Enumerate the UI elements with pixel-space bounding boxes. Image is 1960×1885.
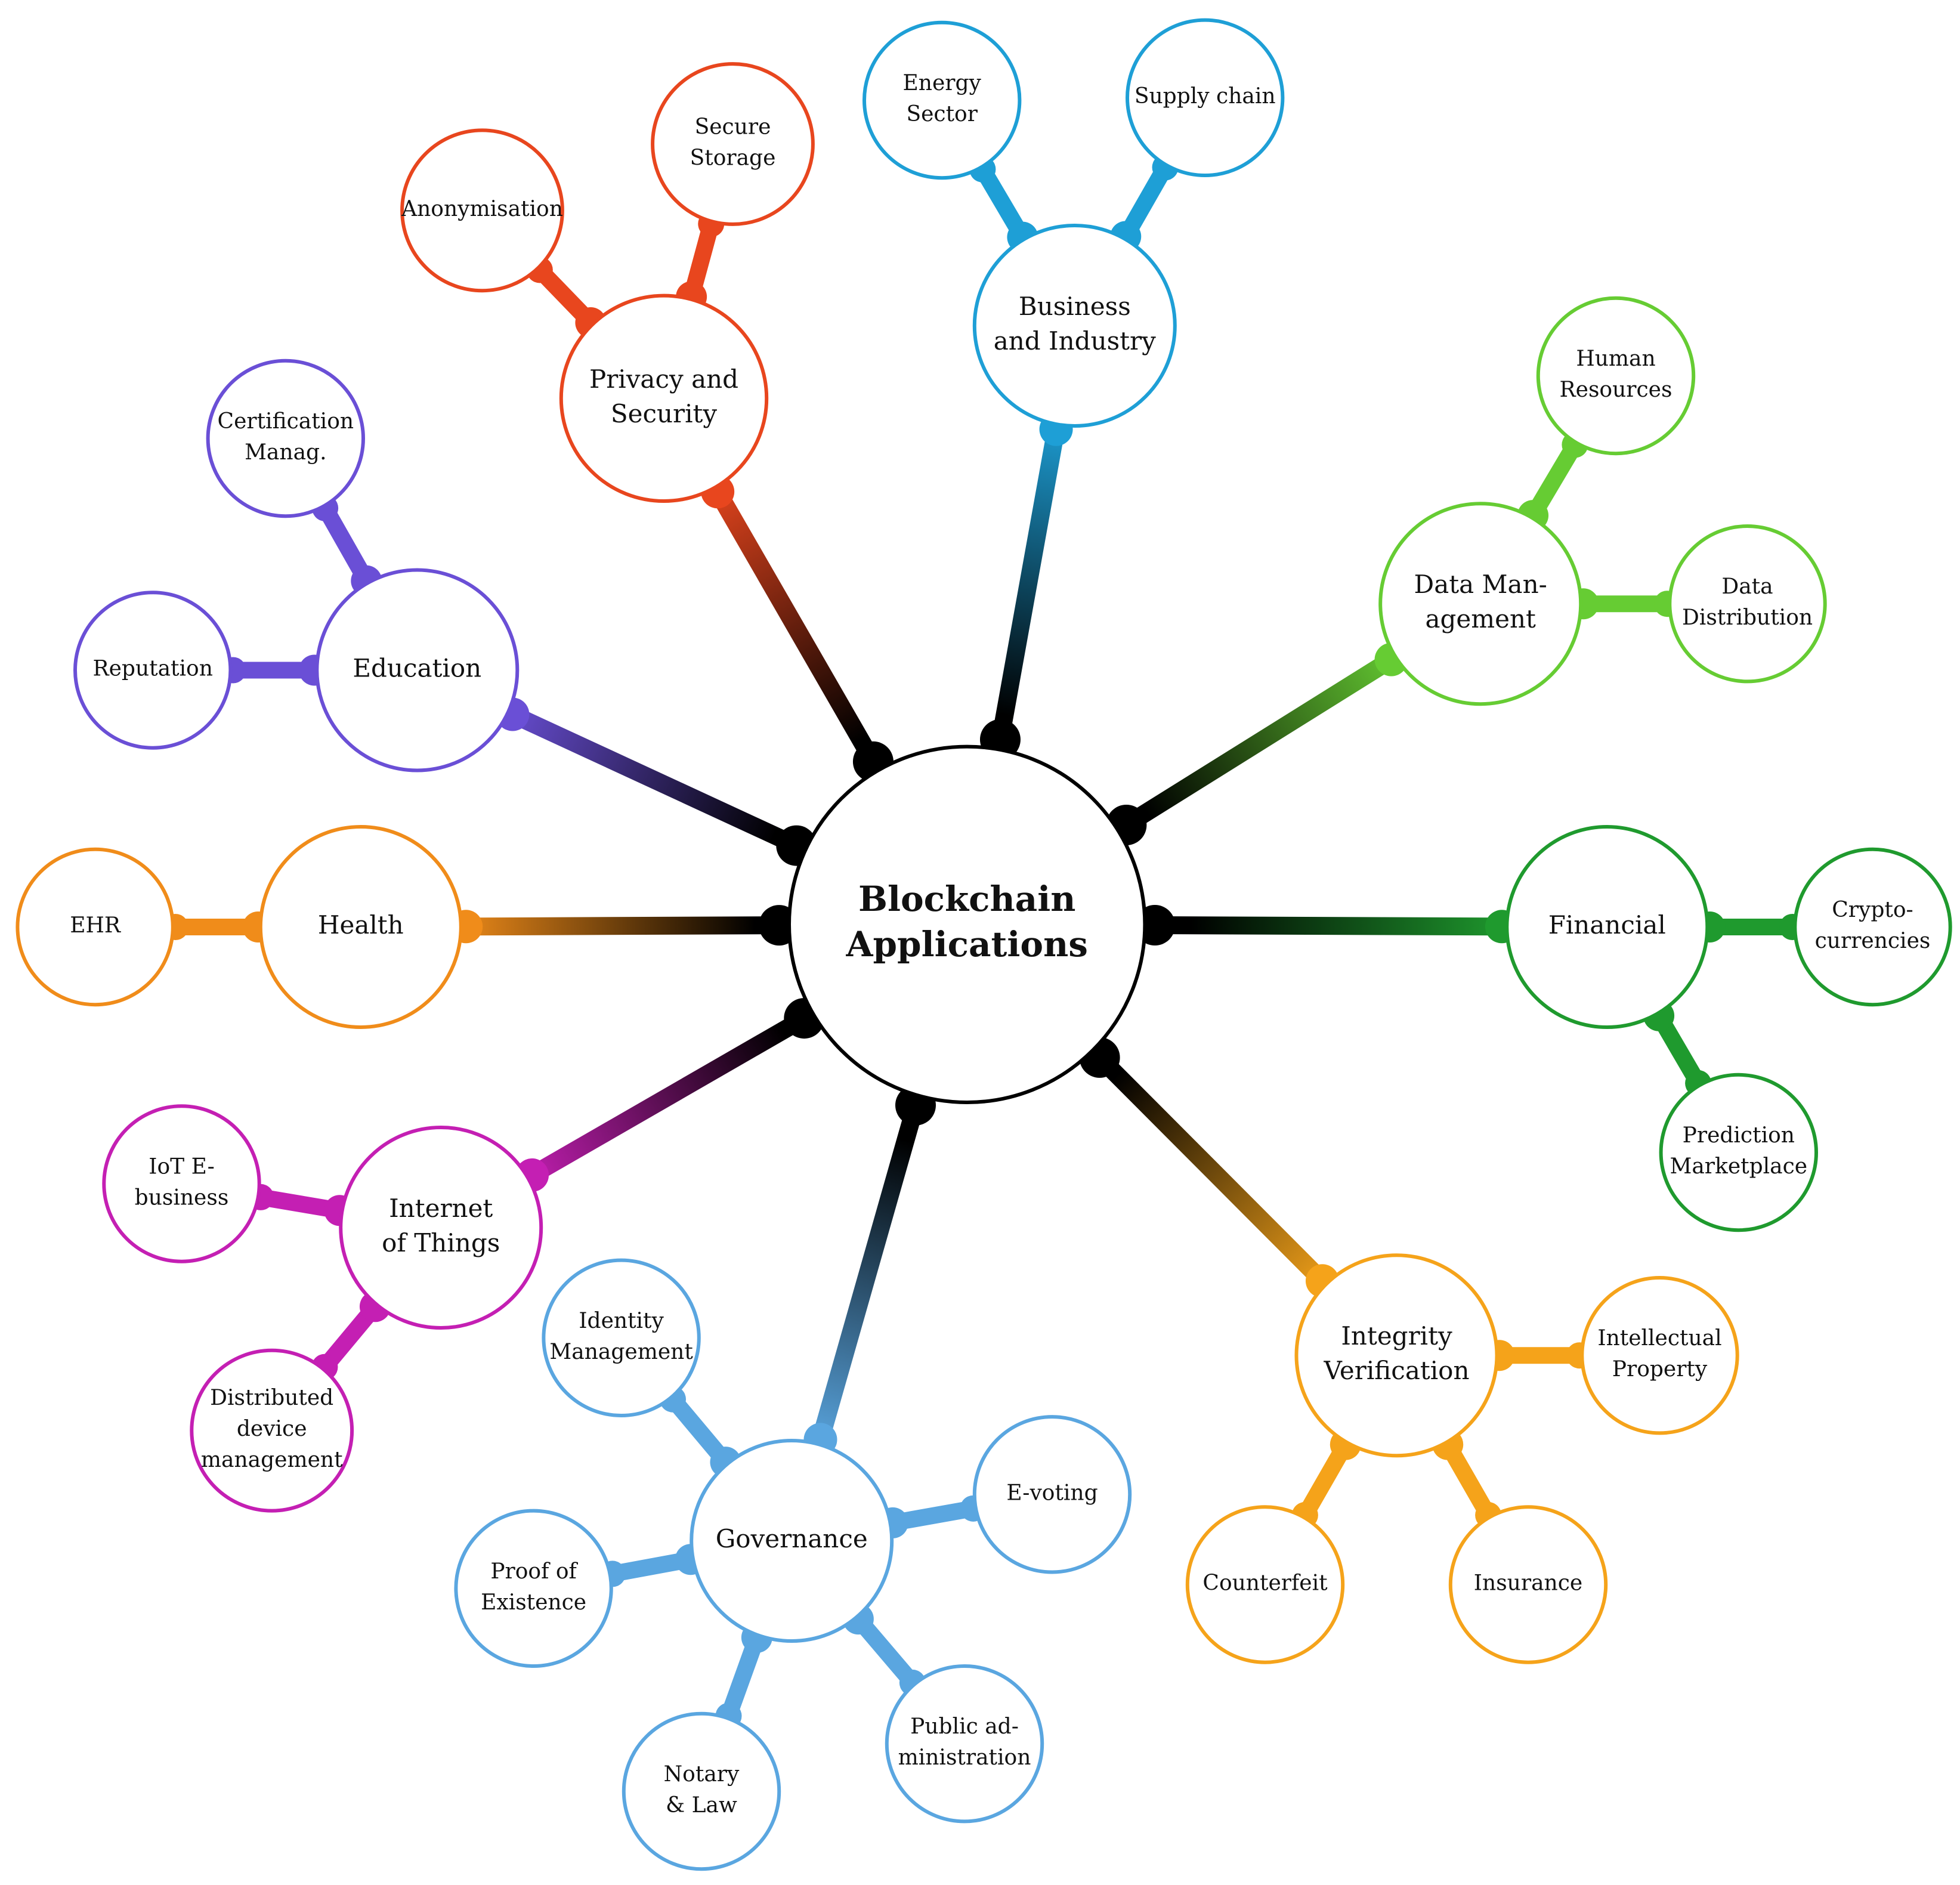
- node-notary-law: Notary& Law: [622, 1711, 781, 1871]
- label-financial: Financial: [1548, 910, 1666, 940]
- circle-privacy: [559, 293, 769, 503]
- circle-center: [787, 744, 1147, 1105]
- node-insurance: Insurance: [1448, 1505, 1608, 1664]
- circle-financial: [1505, 825, 1709, 1029]
- node-public-administration: Public ad-ministration: [885, 1664, 1044, 1824]
- label-health: Health: [318, 910, 404, 940]
- circle-iot-ebusiness: [102, 1104, 261, 1263]
- label-reputation: Reputation: [92, 657, 212, 681]
- label-insurance: Insurance: [1474, 1571, 1582, 1596]
- circle-public-administration: [885, 1664, 1044, 1824]
- circle-counterfeit: [1185, 1505, 1345, 1664]
- node-e-voting: E-voting: [972, 1415, 1132, 1574]
- circle-anonymisation: [400, 128, 564, 293]
- node-counterfeit: Counterfeit: [1185, 1505, 1345, 1664]
- node-education: Education: [315, 568, 520, 772]
- label-supply-chain: Supply chain: [1134, 84, 1276, 109]
- circle-governance: [690, 1439, 894, 1643]
- node-health: Health: [258, 825, 463, 1029]
- circle-data-distribution: [1668, 524, 1827, 684]
- circle-proof-of-existence: [454, 1509, 613, 1668]
- circle-e-voting: [972, 1415, 1132, 1574]
- node-iot-ebusiness: IoT E-business: [102, 1104, 261, 1263]
- node-supply-chain: Supply chain: [1126, 18, 1285, 177]
- node-data-management: Data Man-agement: [1378, 502, 1583, 706]
- circle-cryptocurrencies: [1793, 847, 1952, 1007]
- label-anonymisation: Anonymisation: [401, 197, 563, 221]
- node-financial: Financial: [1505, 825, 1709, 1029]
- circle-iot: [339, 1126, 543, 1330]
- label-public-administration: Public ad-ministration: [898, 1714, 1031, 1770]
- circle-business: [972, 224, 1177, 428]
- circle-prediction-marketplace: [1659, 1073, 1819, 1232]
- circle-education: [315, 568, 520, 772]
- node-reputation: Reputation: [73, 591, 233, 750]
- circle-distributed-device-management: [190, 1348, 354, 1513]
- circle-identity-management: [542, 1258, 701, 1418]
- circle-reputation: [73, 591, 233, 750]
- circle-human-resources: [1536, 296, 1696, 456]
- label-e-voting: E-voting: [1006, 1481, 1098, 1505]
- label-counterfeit: Counterfeit: [1202, 1571, 1328, 1596]
- node-cryptocurrencies: Crypto-currencies: [1793, 847, 1952, 1007]
- circle-ehr: [16, 847, 175, 1007]
- circle-certification: [206, 359, 365, 518]
- node-ehr: EHR: [16, 847, 175, 1007]
- circle-data-management: [1378, 502, 1583, 706]
- circle-integrity: [1294, 1253, 1499, 1458]
- label-data-management: Data Man-agement: [1414, 570, 1547, 634]
- label-iot-ebusiness: IoT E-business: [135, 1155, 229, 1210]
- label-cryptocurrencies: Crypto-currencies: [1815, 898, 1931, 953]
- circle-intellectual-property: [1580, 1276, 1739, 1435]
- circle-energy: [862, 20, 1022, 180]
- circle-secure-storage: [651, 62, 815, 226]
- circle-notary-law: [622, 1711, 781, 1871]
- circle-insurance: [1448, 1505, 1608, 1664]
- label-governance: Governance: [716, 1524, 868, 1553]
- node-governance: Governance: [690, 1439, 894, 1643]
- node-anonymisation: Anonymisation: [400, 128, 564, 293]
- circle-supply-chain: [1126, 18, 1285, 177]
- circle-health: [258, 825, 463, 1029]
- label-notary-law: Notary& Law: [664, 1762, 740, 1818]
- label-ehr: EHR: [70, 913, 121, 938]
- label-education: Education: [353, 654, 481, 683]
